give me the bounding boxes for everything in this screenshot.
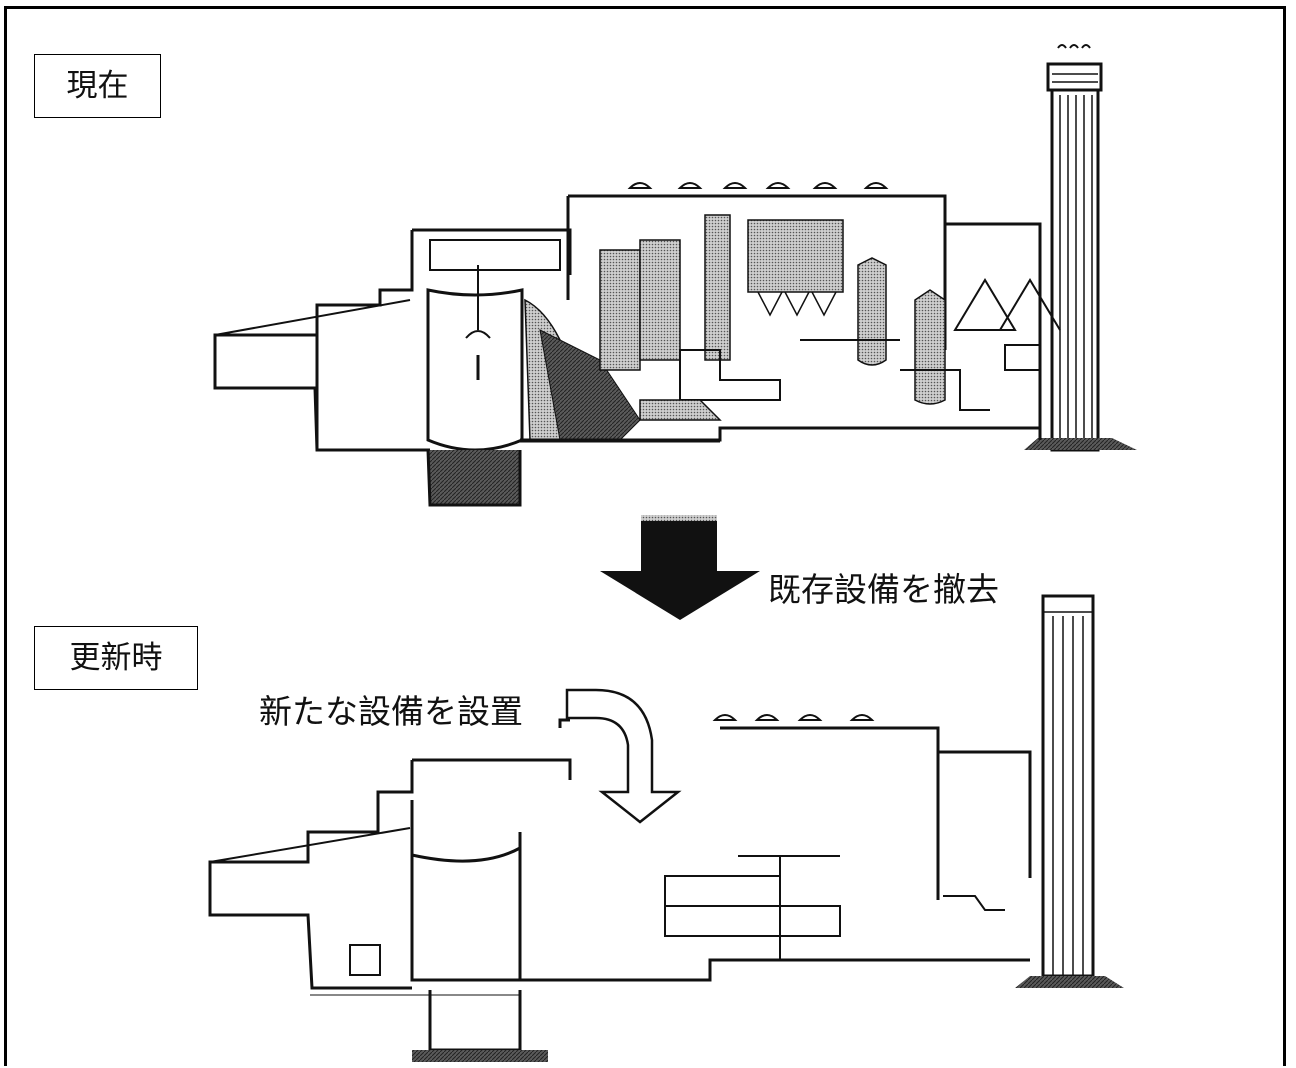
renewal-plant-diagram [208,594,1124,1062]
down-arrow-icon [600,515,760,620]
caption-install-new: 新たな設備を設置 [259,692,523,731]
curved-arrow-icon [565,688,682,824]
renewal-chimney [1015,594,1124,988]
diagram-frame [4,6,1286,1066]
current-equipment [524,214,1061,441]
caption-remove-existing: 既存設備を撤去 [768,570,999,609]
current-plant-diagram [213,44,1137,507]
label-renewal: 更新時 [34,626,198,690]
label-current: 現在 [34,54,161,118]
current-chimney [1024,44,1137,452]
current-roof-fans [627,182,889,189]
renewal-roof-fans [712,714,875,721]
